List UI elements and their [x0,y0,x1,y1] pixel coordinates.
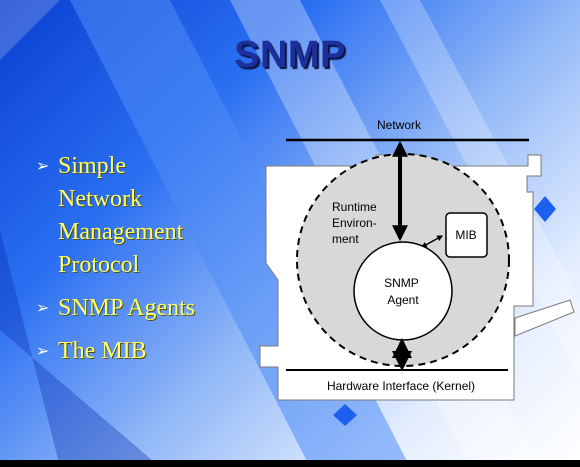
bullet-text: The MIB [58,338,147,364]
diagonal-stripe [0,0,60,60]
diamond-accent [333,404,357,426]
snmp-agent-label: SNMP Agent [384,276,422,307]
bullet-item: ➢ The MIB [36,335,246,368]
arrowhead-bullet-icon: ➢ [36,341,50,360]
bullet-list: ➢ Simple Network Management Protocol ➢ S… [36,150,246,378]
bullet-item: ➢ SNMP Agents [36,292,246,325]
bullet-text: SNMP Agents [58,295,196,321]
bullet-line: Simple [58,153,127,179]
bottom-bar [0,460,580,467]
snmp-agent-circle [353,241,453,341]
bullet-item: ➢ Simple Network Management Protocol [36,150,246,282]
bullet-line: Management [58,219,184,245]
bullet-line: Network [58,186,142,212]
hardware-interface-label: Hardware Interface (Kernel) [327,379,475,393]
arrowhead-bullet-icon: ➢ [36,156,50,175]
network-label: Network [377,118,422,132]
bullet-text: Simple Network Management Protocol [58,150,183,282]
mib-label: MIB [455,228,476,242]
diagonal-stripe [0,230,160,467]
diamond-accent [534,196,556,222]
bullet-line: Protocol [58,252,140,278]
mib-box [445,212,488,258]
runtime-environment-label: Runtime Environ- ment [332,200,380,246]
slide-title: SNMP [234,34,346,76]
arrowhead-bullet-icon: ➢ [36,298,50,317]
connector-plug [514,299,575,337]
agent-mib-arrow [420,235,444,248]
